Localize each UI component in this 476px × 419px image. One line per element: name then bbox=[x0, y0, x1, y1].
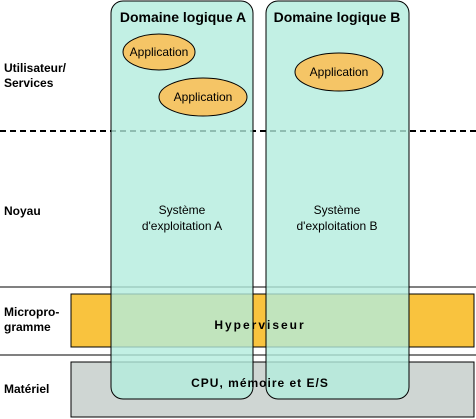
domain-b-os-line-2: d'exploitation B bbox=[296, 219, 377, 233]
domain-a-application-1-label: Application bbox=[130, 45, 189, 59]
domain-b-application-1-label: Application bbox=[310, 65, 369, 79]
layer-label-user-services-line-1: Utilisateur/ bbox=[4, 61, 67, 75]
domain-b-application-1[interactable] bbox=[294, 52, 384, 92]
hypervisor-label: Hyperviseur bbox=[214, 318, 305, 332]
hardware-resources-label: CPU, mémoire et E/S bbox=[191, 376, 329, 390]
domain-a-os-line-1: Système bbox=[159, 203, 206, 217]
domain-a-application-2[interactable] bbox=[158, 77, 248, 117]
logical-domain-b: Domaine logique B Application Système d'… bbox=[265, 0, 410, 400]
domain-b-os-line-1: Système bbox=[314, 203, 361, 217]
domain-a-application-2-label: Application bbox=[174, 90, 233, 104]
layer-label-firmware-line-1: Micropro- bbox=[4, 305, 59, 319]
domain-a-application-1[interactable] bbox=[122, 33, 196, 71]
layer-label-firmware-line-2: gramme bbox=[4, 320, 51, 334]
domain-b-title: Domaine logique B bbox=[274, 9, 401, 25]
layer-label-kernel: Noyau bbox=[4, 204, 41, 218]
domain-b-box bbox=[265, 0, 410, 400]
domain-a-title: Domaine logique A bbox=[120, 9, 246, 25]
logical-domain-a: Domaine logique A Application Applicatio… bbox=[110, 0, 254, 400]
layer-label-user-services-line-2: Services bbox=[4, 76, 54, 90]
layer-label-hardware: Matériel bbox=[4, 382, 49, 396]
domain-a-os-line-2: d'exploitation A bbox=[142, 219, 222, 233]
